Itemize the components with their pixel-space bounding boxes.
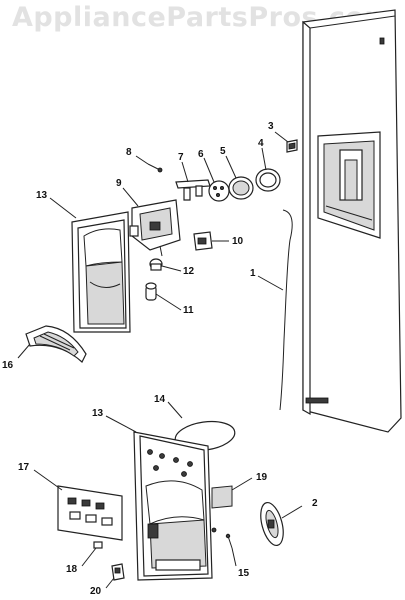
callout-13-lower: 13	[92, 408, 104, 419]
callout-16: 16	[2, 360, 14, 371]
part-15-screw	[225, 533, 233, 549]
callout-11: 11	[183, 305, 194, 316]
callout-9: 9	[116, 178, 122, 189]
part-7-bracket	[175, 179, 211, 201]
freezer-door	[302, 9, 402, 433]
part-18-clip	[93, 541, 103, 549]
callout-13-upper: 13	[36, 190, 48, 201]
callout-18: 18	[66, 564, 78, 575]
callout-4: 4	[258, 138, 264, 149]
leader-lines	[17, 131, 303, 589]
callout-3: 3	[268, 121, 274, 132]
callout-5: 5	[220, 146, 226, 157]
part-10-solenoid	[193, 231, 213, 251]
part-5-disc	[228, 176, 254, 200]
callout-20: 20	[90, 586, 102, 597]
part-2-paddle	[260, 501, 284, 547]
callout-17: 17	[18, 462, 30, 473]
part-8-screw	[147, 163, 163, 173]
callout-1: 1	[250, 268, 256, 279]
part-4-ring	[255, 168, 281, 192]
callout-12: 12	[183, 266, 195, 277]
part-3-clip	[286, 139, 298, 153]
callout-7: 7	[178, 152, 184, 163]
callout-labels: 1 2 3 4 5 6 7 8 9 10 11 12 13 13 14 15 1…	[2, 121, 318, 597]
callout-2: 2	[312, 498, 318, 509]
water-tube	[279, 209, 293, 411]
callout-6: 6	[198, 149, 204, 160]
dispenser-housing-upper	[71, 211, 131, 333]
part-19-pad	[211, 485, 233, 509]
part-12-fitting	[149, 258, 163, 271]
callout-8: 8	[126, 147, 132, 158]
dispenser-housing-lower	[133, 431, 217, 581]
drip-tray	[25, 325, 87, 363]
callout-19: 19	[256, 472, 268, 483]
part-17-control-panel	[57, 485, 123, 541]
callout-14: 14	[154, 394, 166, 405]
part-20-actuator	[111, 563, 125, 581]
part-6-switch	[208, 180, 230, 202]
callout-10: 10	[232, 236, 244, 247]
callout-15: 15	[238, 568, 250, 579]
part-9-assembly	[129, 199, 181, 257]
part-11-nozzle	[145, 282, 157, 301]
